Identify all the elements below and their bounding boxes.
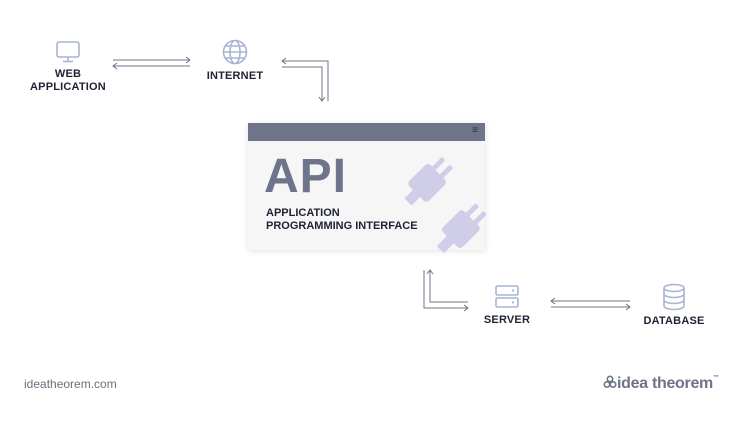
internet-api-arrow — [281, 57, 329, 102]
footer-url[interactable]: ideatheorem.com — [24, 377, 117, 391]
database-icon — [663, 283, 685, 311]
api-subtitle-line2: PROGRAMMING INTERFACE — [266, 220, 418, 232]
logo-text: idea theorem — [617, 375, 713, 392]
api-window-titlebar: ≡ — [248, 123, 485, 141]
server-icon — [495, 285, 519, 308]
idea-theorem-logo: idea theorem™ — [603, 375, 719, 393]
server-node: SERVER — [472, 284, 542, 327]
api-title: API — [264, 150, 348, 203]
api-subtitle-line1: APPLICATION — [266, 207, 340, 219]
api-subtitle: APPLICATION PROGRAMMING INTERFACE — [266, 207, 418, 233]
logo-trademark: ™ — [713, 375, 719, 381]
web-application-label-line1: WEB — [54, 68, 82, 80]
monitor-icon — [56, 41, 80, 63]
database-label: DATABASE — [643, 315, 705, 327]
menu-icon: ≡ — [472, 125, 478, 136]
web-internet-arrow — [112, 56, 191, 70]
globe-icon — [222, 39, 248, 65]
database-node: DATABASE — [634, 283, 714, 328]
web-application-label-line2: APPLICATION — [30, 81, 106, 93]
plug-icon — [404, 157, 487, 254]
server-database-arrow — [550, 297, 631, 311]
logo-mark-icon — [603, 375, 617, 389]
web-application-node: WEB APPLICATION — [20, 40, 116, 94]
server-label: SERVER — [483, 314, 531, 326]
internet-label: INTERNET — [206, 70, 264, 82]
internet-node: INTERNET — [195, 38, 275, 83]
api-server-arrow — [423, 269, 469, 312]
